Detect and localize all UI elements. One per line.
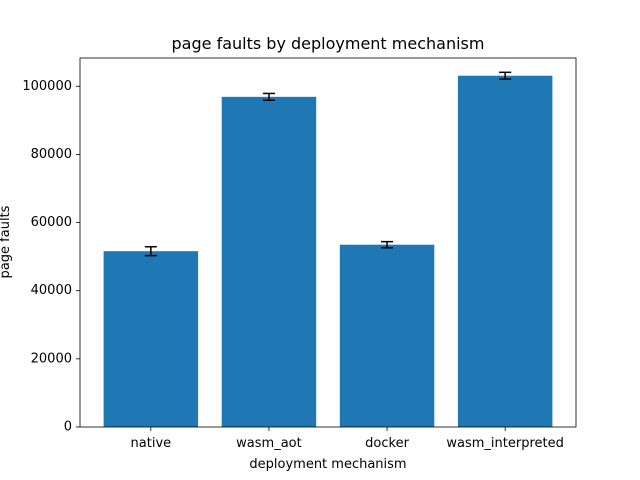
y-tick-label: 80000 xyxy=(31,147,72,162)
bars-layer xyxy=(103,75,553,427)
x-tick-label-wasm_aot: wasm_aot xyxy=(236,436,302,451)
error-bars-layer xyxy=(144,71,512,257)
bar-wasm_interpreted xyxy=(457,75,553,427)
error-bar-docker xyxy=(381,240,394,249)
bar-native xyxy=(103,251,199,427)
y-axis: 0 20000 40000 60000 80000 100000 xyxy=(22,79,80,435)
y-axis-title: page faults xyxy=(0,205,13,278)
y-tick-label: 20000 xyxy=(31,351,72,366)
x-tick-label-wasm_interpreted: wasm_interpreted xyxy=(446,436,563,451)
plot-frame xyxy=(79,57,577,428)
error-bar-wasm_interpreted xyxy=(499,71,512,80)
x-tick-label-native: native xyxy=(131,436,172,451)
x-axis: native wasm_aot docker wasm_interpreted xyxy=(131,427,564,451)
error-bar-wasm_aot xyxy=(262,92,275,101)
chart-title: page faults by deployment mechanism xyxy=(172,34,485,53)
bar-wasm_aot xyxy=(221,96,317,427)
error-bar-native xyxy=(144,246,157,257)
x-tick-label-docker: docker xyxy=(365,436,409,451)
y-tick-label: 100000 xyxy=(22,79,72,94)
x-axis-title: deployment mechanism xyxy=(249,457,406,472)
y-tick-label: 0 xyxy=(64,420,72,435)
y-tick-label: 40000 xyxy=(31,283,72,298)
bar-docker xyxy=(339,244,435,427)
y-tick-label: 60000 xyxy=(31,215,72,230)
